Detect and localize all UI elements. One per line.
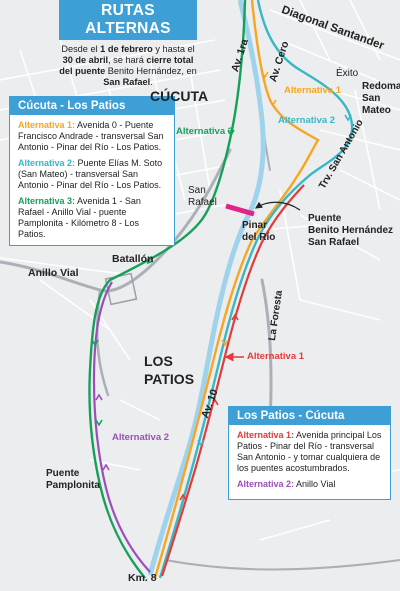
alt-label: Alternativa 1: — [18, 120, 76, 130]
label-puente-3: San Rafael — [308, 237, 360, 248]
alt-text: Avenida 0 - Puente Francisco Andrade - t… — [18, 120, 164, 152]
label-redoma-1: Redoma — [362, 81, 400, 92]
label-puente-pamplonita-2: Pamplonita — [46, 480, 100, 491]
alt-label: Alternativa 2: — [18, 158, 76, 168]
label-san-rafael-1: San — [188, 185, 206, 196]
label-pinar-2: del Río — [242, 232, 276, 243]
bridge-closure — [225, 203, 255, 217]
header-description: Desde el 1 de febrero y hasta el 30 de a… — [59, 44, 197, 87]
info-item-alt3: Alternativa 3: Avenida 1 - San Rafael - … — [10, 196, 174, 240]
info-item-alt1: Alternativa 1: Avenida 0 - Puente Franci… — [10, 120, 174, 153]
route-alt2-purple — [92, 281, 151, 573]
alt-text: Avenida 1 - San Rafael - Anillo Vial - p… — [18, 196, 141, 239]
label-alt1-orange: Alternativa 1 — [284, 85, 342, 96]
alt-text: Anillo Vial — [294, 479, 336, 489]
label-puente-pamplonita-1: Puente — [46, 468, 80, 479]
label-alt2-cyan: Alternativa 2 — [278, 115, 336, 126]
label-alt3-green: Alternativa 3 — [176, 126, 234, 137]
info-box-title: Cúcuta - Los Patios — [10, 97, 174, 115]
info-item-alt2: Alternativa 2: Puente Elías M. Soto (San… — [10, 158, 174, 191]
alt-label: Alternativa 1: — [237, 430, 295, 440]
alt-label: Alternativa 2: — [237, 479, 295, 489]
info-item-alt1: Alternativa 1: Avenida principal Los Pat… — [229, 430, 390, 474]
info-box-title: Los Patios - Cúcuta — [229, 407, 390, 425]
info-item-alt2: Alternativa 2: Anillo Vial — [229, 479, 390, 490]
label-alt2-purple: Alternativa 2 — [112, 432, 170, 443]
label-km-8: Km. 8 — [128, 572, 157, 584]
label-los-patios-2: PATIOS — [144, 371, 195, 387]
route-alt3-green — [88, 0, 247, 579]
river — [147, 0, 266, 576]
header-title: RUTAS ALTERNAS — [59, 0, 197, 40]
label-los-patios-1: LOS — [144, 353, 173, 369]
label-san-rafael-2: Rafael — [188, 197, 217, 208]
label-redoma-2: San — [362, 93, 381, 104]
route-alt2-cyan — [158, 0, 354, 579]
header: RUTAS ALTERNAS Desde el 1 de febrero y h… — [56, 0, 200, 88]
label-puente-2: Benito Hernández — [308, 225, 394, 236]
direction-markers — [91, 71, 352, 501]
alt-text: Avenida principal Los Patios - Pinar del… — [237, 430, 382, 473]
label-puente-1: Puente — [308, 213, 342, 224]
label-alt1-red: Alternativa 1 — [247, 351, 305, 362]
bridge-pointer — [255, 201, 301, 211]
label-cucuta: CÚCUTA — [150, 88, 209, 104]
info-box-cucuta-los-patios: Cúcuta - Los Patios Alternativa 1: Aveni… — [9, 96, 175, 246]
alt-label: Alternativa 3: — [18, 196, 76, 206]
info-box-los-patios-cucuta: Los Patios - Cúcuta Alternativa 1: Aveni… — [228, 406, 391, 500]
alt-text: Puente Elías M. Soto (San Mateo) - trans… — [18, 158, 163, 190]
label-batallon: Batallón — [112, 253, 154, 265]
label-pinar-1: Pinar — [242, 220, 268, 231]
label-exito: Éxito — [336, 68, 359, 79]
label-redoma-3: Mateo — [362, 105, 391, 116]
label-anillo-vial: Anillo Vial — [28, 267, 79, 279]
